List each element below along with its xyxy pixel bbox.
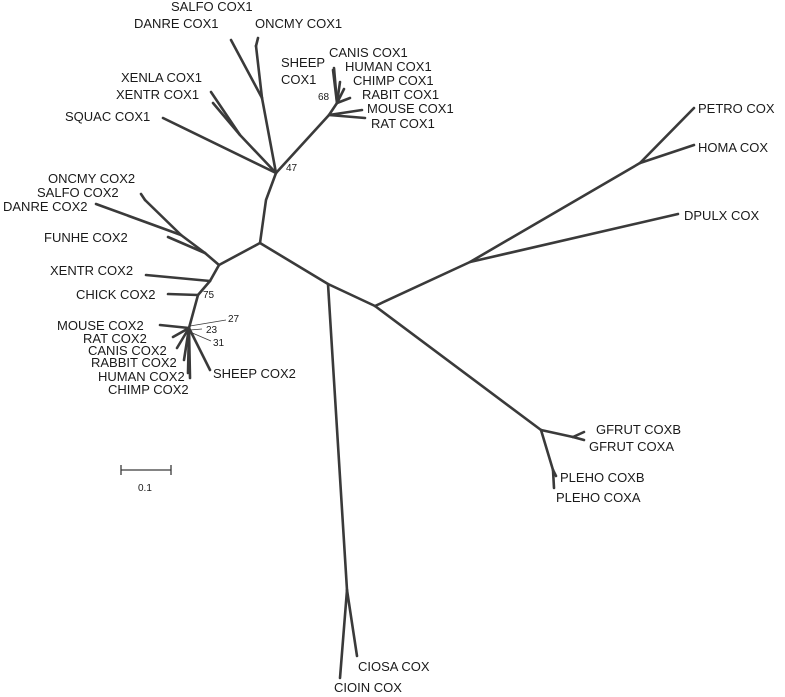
branch-mollusc (373, 304, 543, 432)
taxon-gfrut-coxb: GFRUT COXB (596, 422, 681, 437)
branch-xentr-cox1 (211, 101, 242, 137)
taxon-chimp-cox2: CHIMP COX2 (108, 382, 189, 397)
taxon-sheep-cox2: SHEEP COX2 (213, 366, 296, 381)
leader-31 (189, 331, 212, 342)
bootstrap-values: 68 47 75 27 23 31 (203, 92, 330, 349)
leader-27 (189, 319, 227, 327)
taxon-human-cox1: HUMAN COX1 (345, 59, 432, 74)
taxon-cioin-cox: CIOIN COX (334, 680, 402, 695)
branch-petro-cox (638, 106, 696, 165)
tree-branches (94, 36, 696, 680)
taxon-oncmy-cox2: ONCMY COX2 (48, 171, 135, 186)
taxon-canis-cox2: CANIS COX2 (88, 343, 167, 358)
taxon-chick-cox2: CHICK COX2 (76, 287, 155, 302)
branch-cioin-cox (338, 588, 349, 680)
taxon-gfrut-coxa: GFRUT COXA (589, 439, 674, 454)
taxon-danre-cox1: DANRE COX1 (134, 16, 219, 31)
branch-sheep-cox2 (187, 326, 212, 372)
branch-rat-cox2 (171, 326, 191, 339)
branch-fish-cox1 (260, 96, 278, 175)
branch-gfrut-coxa (571, 435, 586, 442)
branch-canis-cox2 (175, 326, 191, 350)
taxon-mouse-cox1: MOUSE COX1 (367, 101, 454, 116)
taxon-rabbit-cox2: RABBIT COX2 (91, 355, 177, 370)
taxon-xenla-cox1: XENLA COX1 (121, 70, 202, 85)
taxon-funhe-cox2: FUNHE COX2 (44, 230, 128, 245)
branch-rat-cox1 (327, 113, 367, 120)
branch-ciosa-cox (345, 588, 359, 658)
bootstrap-27: 27 (228, 314, 240, 325)
taxon-ciosa-cox: CIOSA COX (358, 659, 430, 674)
taxon-rat-cox1: RAT COX1 (371, 116, 435, 131)
branch-chimp-cox1 (335, 87, 346, 105)
branch-chick-cox2 (166, 292, 200, 297)
scale-bar-label: 0.1 (138, 483, 152, 494)
taxon-rabit-cox1: RABIT COX1 (362, 87, 439, 102)
branch-tunicate (326, 282, 349, 592)
leader-23 (189, 328, 203, 331)
bootstrap-leaders (189, 319, 227, 342)
branch-funhe-cox2 (166, 235, 207, 255)
taxon-xentr-cox2: XENTR COX2 (50, 263, 133, 278)
branch-oncmy-cox2 (139, 192, 147, 202)
taxon-sheep-cox1-line2: COX1 (281, 72, 316, 87)
branch-mouse-cox2 (158, 323, 191, 330)
branch-amphib-cox1 (209, 90, 278, 175)
taxon-human-cox2: HUMAN COX2 (98, 369, 185, 384)
taxon-squac-cox1: SQUAC COX1 (65, 109, 150, 124)
taxon-canis-cox1: CANIS COX1 (329, 45, 408, 60)
taxon-mouse-cox2: MOUSE COX2 (57, 318, 144, 333)
taxon-oncmy-cox1: ONCMY COX1 (255, 16, 342, 31)
bootstrap-31: 31 (213, 338, 225, 349)
branch-oncmy-cox1 (254, 36, 260, 48)
taxon-salfo-cox2: SALFO COX2 (37, 185, 119, 200)
taxon-sheep-cox1-line1: SHEEP (281, 55, 325, 70)
branch-salfo-cox1 (229, 38, 264, 100)
branch-root-left (258, 241, 377, 308)
branch-amniote-cox2 (196, 279, 212, 297)
branch-dpulx-cox (468, 212, 680, 264)
branch-fish-cox2 (203, 251, 221, 267)
taxon-xentr-cox1: XENTR COX1 (116, 87, 199, 102)
branch-pleho (539, 428, 555, 472)
taxon-chimp-cox1: CHIMP COX1 (353, 73, 434, 88)
branch-mammal-cox2 (187, 293, 200, 330)
branch-xentr-cox2 (144, 273, 212, 283)
branch-salfo-cox2 (143, 198, 183, 237)
branch-homa-cox (638, 143, 696, 165)
branch-pleho-coxa (551, 468, 556, 490)
bootstrap-23: 23 (206, 325, 218, 336)
branch-rabit-cox1 (335, 96, 352, 105)
branch-arthropod (373, 161, 642, 308)
bootstrap-68: 68 (318, 92, 330, 103)
taxon-pleho-coxb: PLEHO COXB (560, 470, 645, 485)
taxon-pleho-coxa: PLEHO COXA (556, 490, 641, 505)
branch-tetrapod-cox2 (208, 263, 221, 283)
branch-chimp-cox2 (187, 326, 192, 380)
taxon-homa-cox: HOMA COX (698, 140, 768, 155)
taxon-dpulx-cox: DPULX COX (684, 208, 759, 223)
bootstrap-47: 47 (286, 163, 298, 174)
branch-cox1-stem (258, 171, 278, 245)
branch-squac-cox1 (161, 116, 278, 175)
taxon-rat-cox2: RAT COX2 (83, 331, 147, 346)
taxon-petro-cox: PETRO COX (698, 101, 775, 116)
branch-danre-cox1 (254, 44, 264, 100)
bootstrap-75: 75 (203, 290, 215, 301)
branch-gfrut (539, 428, 575, 439)
taxon-salfo-cox1: SALFO COX1 (171, 0, 253, 14)
branch-fish-cox2-b (179, 233, 207, 255)
branch-canis-cox1 (332, 66, 339, 105)
branch-danre-cox2 (94, 202, 183, 237)
branch-cox2-stem (217, 241, 262, 267)
taxon-labels: SALFO COX1 DANRE COX1 ONCMY COX1 SHEEP C… (3, 0, 775, 695)
taxon-danre-cox2: DANRE COX2 (3, 199, 88, 214)
scale-bar: 0.1 (120, 465, 172, 494)
